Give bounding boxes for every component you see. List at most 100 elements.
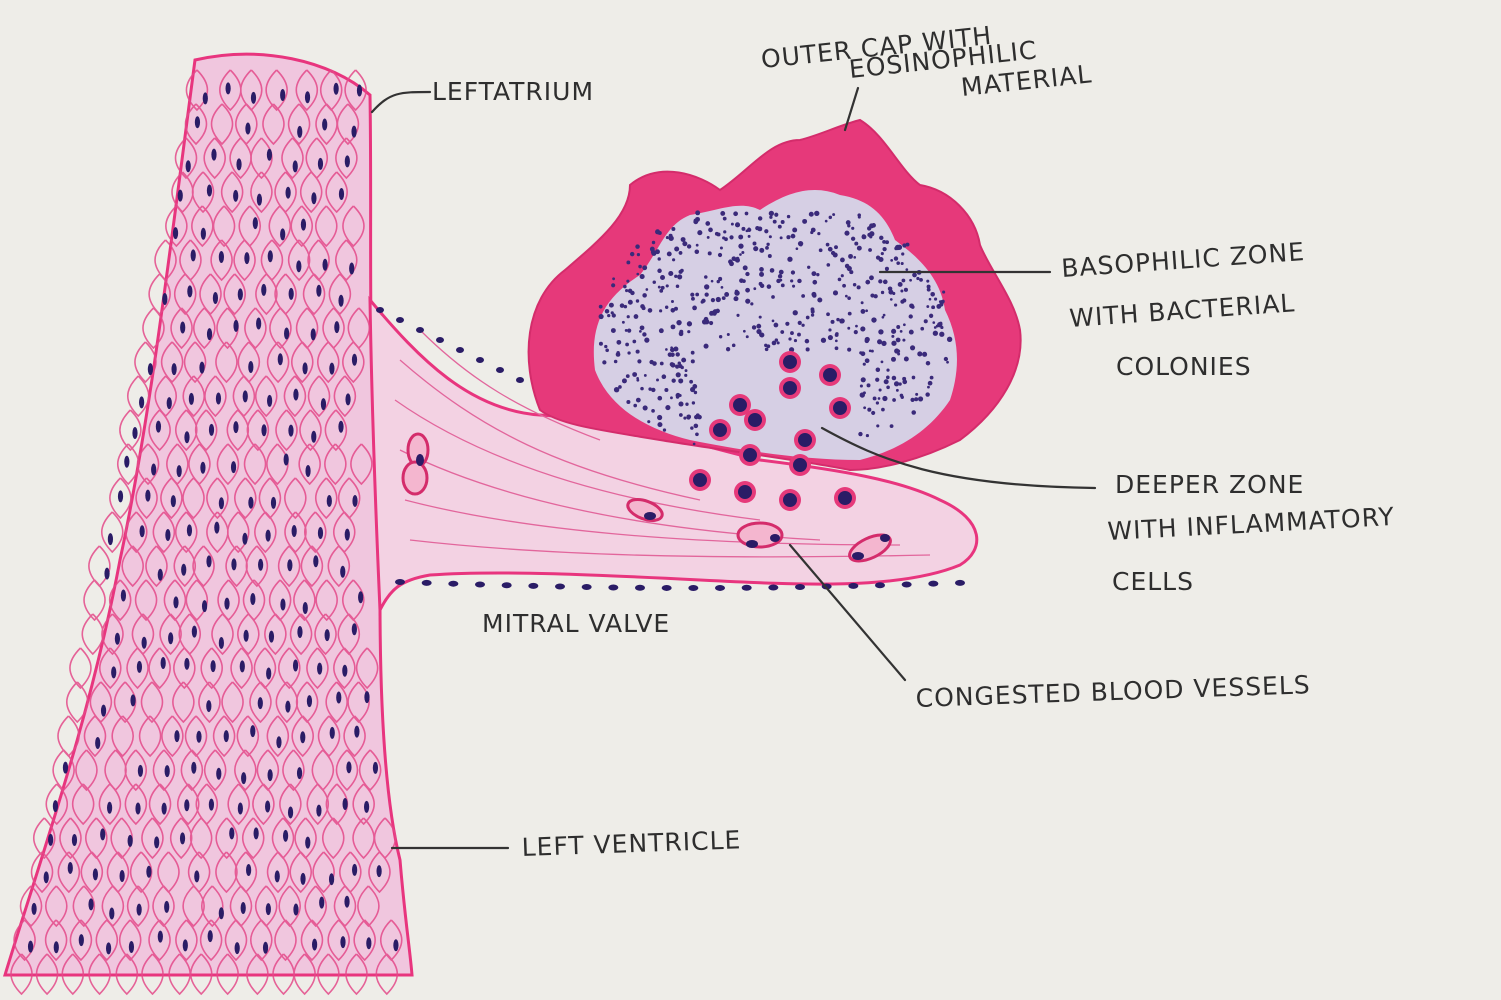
bacterial-dot (807, 266, 810, 269)
bacterial-dot (883, 280, 888, 285)
bacterial-dot (599, 305, 603, 309)
myocyte-nucleus (224, 598, 229, 610)
bacterial-dot (835, 340, 838, 343)
bacterial-dot (671, 324, 676, 329)
myocyte-nucleus (139, 396, 144, 408)
bacterial-dot (681, 237, 686, 242)
bacterial-dot (651, 388, 655, 392)
label-left-ventricle: LEFT VENTRICLE (521, 825, 742, 862)
bacterial-dot (848, 312, 852, 316)
endothelial-nucleus (496, 367, 504, 373)
myocyte-nucleus (302, 362, 307, 374)
bacterial-dot (927, 288, 931, 292)
bacterial-dot (670, 362, 674, 366)
bacterial-dot (931, 305, 935, 309)
bacterial-dot (628, 300, 633, 305)
bacterial-dot (894, 381, 899, 386)
myocyte-nucleus (345, 529, 350, 541)
bacterial-dot (758, 216, 762, 220)
bacterial-dot (900, 330, 903, 333)
bacterial-dot (687, 330, 690, 333)
myocyte-nucleus (354, 726, 359, 738)
endothelial-nucleus (902, 581, 912, 587)
myocyte-nucleus (151, 464, 156, 476)
bacterial-dot (652, 361, 657, 366)
bacterial-dot (865, 280, 870, 285)
bacterial-dot (711, 298, 715, 302)
bacterial-dot (897, 353, 900, 356)
myocyte-nucleus (201, 228, 206, 240)
bacterial-dot (875, 378, 879, 382)
bacterial-dot (851, 237, 855, 241)
myocyte-nucleus (235, 942, 240, 954)
bacterial-dot (668, 271, 673, 276)
myocyte-nucleus (108, 533, 113, 545)
myocyte-nucleus (345, 155, 350, 167)
bacterial-dot (847, 224, 850, 227)
myocyte-nucleus (358, 591, 363, 603)
endothelial-nucleus (848, 583, 858, 589)
bacterial-dot (926, 361, 930, 365)
bacterial-dot (640, 387, 644, 391)
bacterial-dot (890, 424, 894, 428)
bacterial-dot (882, 247, 886, 251)
myocyte-nucleus (307, 695, 312, 707)
bacterial-dot (932, 321, 935, 324)
endothelial-nucleus (516, 377, 524, 383)
myocyte-nucleus (313, 555, 318, 567)
bacterial-dot (871, 317, 876, 322)
myocyte-nucleus (233, 320, 238, 332)
bacterial-dot (767, 284, 772, 289)
myocyte-nucleus (305, 91, 310, 103)
bacterial-dot (644, 374, 647, 377)
myocyte-nucleus (319, 897, 324, 909)
bacterial-dot (860, 326, 865, 331)
bacterial-dot (679, 413, 683, 417)
bacterial-dot (787, 215, 790, 218)
myocyte-nucleus (280, 89, 285, 101)
myocyte-nucleus (283, 830, 288, 842)
myocyte-nucleus (357, 85, 362, 97)
bacterial-dot (840, 258, 845, 263)
myocyte-nucleus (325, 629, 330, 641)
myocyte-nucleus (278, 353, 283, 365)
bacterial-dot (848, 254, 853, 259)
bacterial-dot (902, 243, 906, 247)
myocyte-nucleus (303, 602, 308, 614)
bacterial-dot (626, 261, 630, 265)
myocyte-nucleus (173, 596, 178, 608)
bacterial-dot (841, 274, 844, 277)
myocyte-nucleus (238, 288, 243, 300)
bacterial-dot (630, 252, 634, 256)
bacterial-dot (839, 319, 843, 323)
bacterial-dot (832, 213, 835, 216)
bacterial-dot (851, 227, 854, 230)
bacterial-dot (857, 285, 861, 289)
bacterial-dot (708, 228, 713, 233)
myocyte-nucleus (93, 868, 98, 880)
bacterial-dot (810, 231, 813, 234)
myocyte-nucleus (140, 525, 145, 537)
myocyte-nucleus (31, 903, 36, 915)
bacterial-dot (657, 422, 662, 427)
endothelial-nucleus (475, 581, 485, 587)
bacterial-dot (643, 405, 648, 410)
bacterial-dot (844, 231, 849, 236)
bacterial-dot (681, 358, 686, 363)
bacterial-dot (746, 335, 749, 338)
bacterial-dot (626, 400, 630, 404)
myocyte-nucleus (301, 219, 306, 231)
myocyte-nucleus (128, 835, 133, 847)
bacterial-dot (801, 294, 805, 298)
bacterial-dot (659, 289, 663, 293)
bacterial-dot (863, 406, 866, 409)
bacterial-dot (759, 272, 764, 277)
label-basophilic-3: COLONIES (1116, 352, 1252, 381)
myocyte-nucleus (196, 731, 201, 743)
myocyte-nucleus (352, 864, 357, 876)
bacterial-dot (658, 286, 661, 289)
bacterial-dot (753, 287, 756, 290)
bacterial-dot (750, 302, 753, 305)
bacterial-dot (662, 374, 667, 379)
